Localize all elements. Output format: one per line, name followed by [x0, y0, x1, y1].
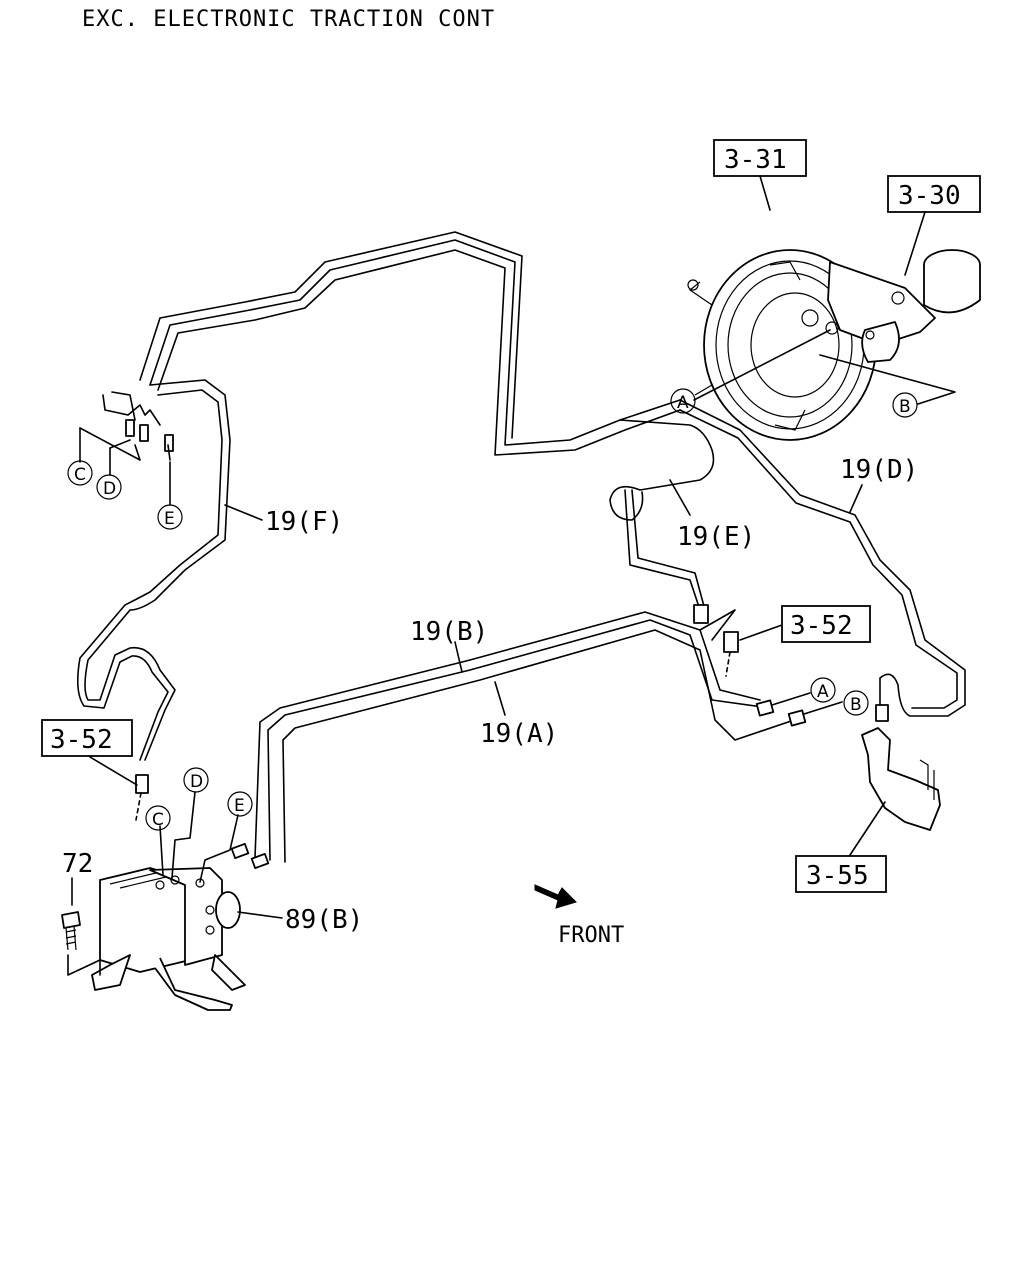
- left-fittings: [79, 391, 174, 506]
- bracket: [861, 704, 941, 831]
- callout-72[interactable]: 72: [62, 849, 93, 879]
- svg-text:E: E: [234, 796, 245, 816]
- connector-e-abs: E: [227, 791, 253, 817]
- connector-e-top: E: [157, 504, 183, 530]
- callout-19a[interactable]: 19(A): [480, 719, 558, 749]
- connector-b-master: B: [892, 392, 918, 418]
- svg-text:A: A: [677, 393, 689, 413]
- abs-hydraulic-unit: [91, 867, 246, 1011]
- front-label: FRONT: [558, 923, 624, 948]
- connector-d-abs: D: [183, 767, 209, 793]
- svg-text:3-52: 3-52: [790, 611, 853, 641]
- svg-text:C: C: [74, 465, 86, 485]
- svg-text:3-30: 3-30: [898, 181, 961, 211]
- svg-text:D: D: [103, 479, 116, 499]
- connector-a-right: A: [810, 677, 836, 703]
- connector-d-top: D: [96, 474, 122, 500]
- page-title: EXC. ELECTRONIC TRACTION CONT: [82, 7, 495, 32]
- callout-19d[interactable]: 19(D): [840, 455, 918, 485]
- callout-19f[interactable]: 19(F): [265, 507, 343, 537]
- connector-c-abs: C: [145, 805, 171, 831]
- ref-box-3-30[interactable]: 3-30: [887, 175, 981, 213]
- svg-text:B: B: [850, 695, 862, 715]
- callout-19e[interactable]: 19(E): [677, 522, 755, 552]
- svg-text:C: C: [152, 810, 164, 830]
- pipe-19f-upper: [139, 231, 681, 456]
- callout-19b[interactable]: 19(B): [410, 617, 488, 647]
- svg-text:3-52: 3-52: [50, 725, 113, 755]
- connector-b-right: B: [843, 690, 869, 716]
- pipe-19d: [679, 399, 966, 717]
- svg-text:A: A: [817, 682, 829, 702]
- callout-89b[interactable]: 89(B): [285, 905, 363, 935]
- svg-text:B: B: [899, 397, 911, 417]
- ref-box-3-52-right[interactable]: 3-52: [781, 605, 871, 643]
- bolt: [61, 911, 81, 951]
- svg-text:3-31: 3-31: [724, 145, 787, 175]
- ref-box-3-52-left[interactable]: 3-52: [41, 719, 133, 757]
- connector-a-master: A: [670, 388, 696, 414]
- pipe-19f-lower: [76, 379, 231, 761]
- front-arrow-icon: [534, 884, 577, 909]
- ref-box-3-31[interactable]: 3-31: [713, 139, 807, 177]
- pipe-19e: [609, 419, 715, 624]
- connector-c-top: C: [67, 460, 93, 486]
- svg-text:3-55: 3-55: [806, 861, 869, 891]
- svg-text:E: E: [164, 509, 175, 529]
- svg-text:D: D: [190, 772, 203, 792]
- pipe-19a-19b: [254, 611, 801, 863]
- master-cylinder: [827, 249, 981, 363]
- ref-box-3-55[interactable]: 3-55: [795, 855, 887, 893]
